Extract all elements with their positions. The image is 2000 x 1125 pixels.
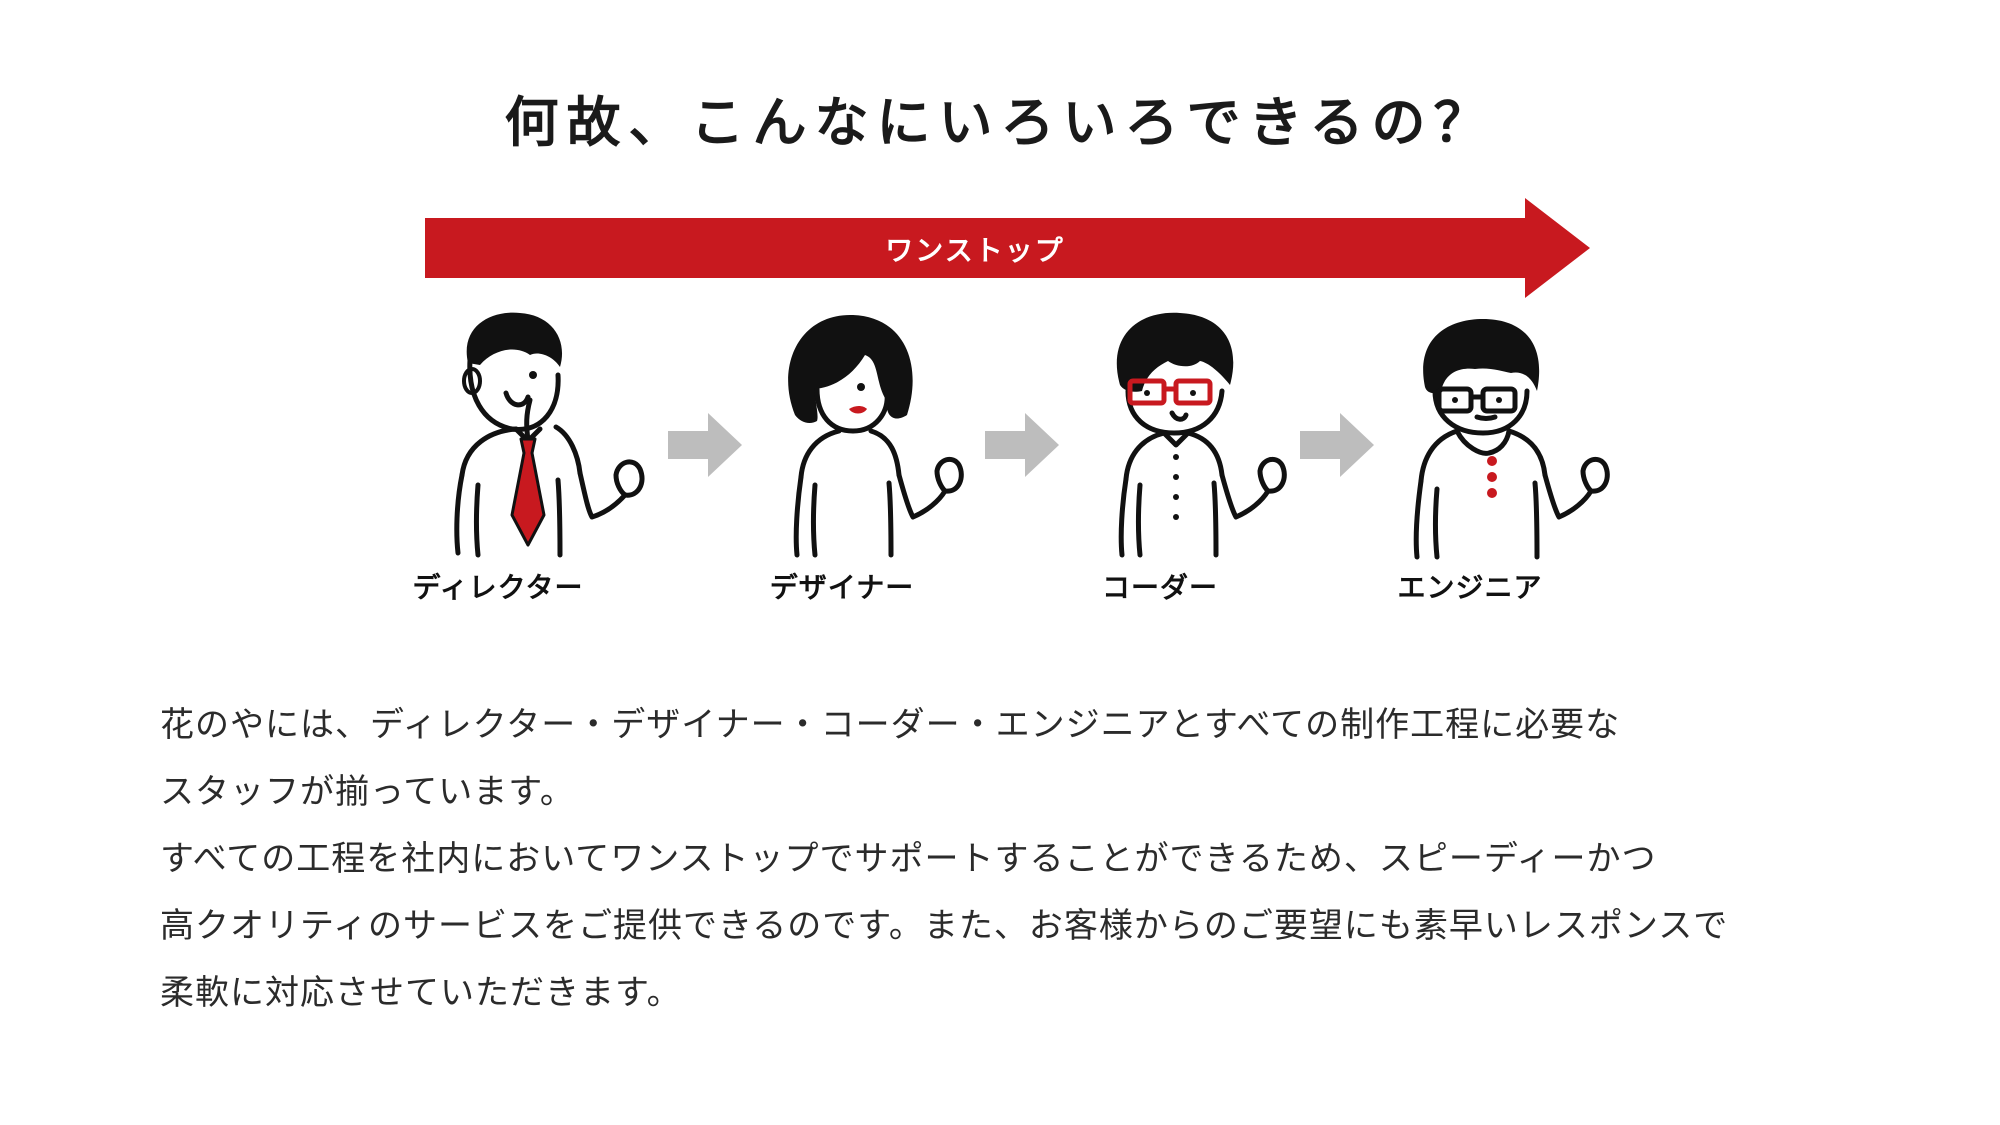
step-arrow-2 [985,413,1059,477]
description-line: 高クオリティのサービスをご提供できるのです。また、お客様からのご要望にも素早いレ… [160,906,1729,946]
description-line: スタッフが揃っています。 [160,772,575,812]
step-arrow-1 [668,413,742,477]
director-illustration [454,312,645,558]
description-text: 花のやには、ディレクター・デザイナー・コーダー・エンジニアとすべての制作工程に必… [160,692,1880,1027]
description-line: 柔軟に対応させていただきます。 [160,973,682,1013]
page-title: 何故、こんなにいろいろできるの？ [504,90,1496,154]
description-line: すべての工程を社内においてワンストップでサポートすることができるため、スピーディ… [160,839,1657,879]
description-line: 花のやには、ディレクター・デザイナー・コーダー・エンジニアとすべての制作工程に必… [160,705,1621,745]
designer-illustration [788,314,964,558]
role-label-coder: コーダー [1101,571,1218,604]
coder-illustration [1116,312,1287,558]
role-label-designer: デザイナー [769,571,915,604]
step-arrow-3 [1300,413,1374,477]
role-label-engineer: エンジニア [1397,571,1543,604]
one-stop-label: ワンストップ [885,234,1065,267]
one-stop-banner-arrow [425,198,1590,298]
engineer-illustration [1413,319,1610,560]
role-label-director: ディレクター [412,571,584,604]
